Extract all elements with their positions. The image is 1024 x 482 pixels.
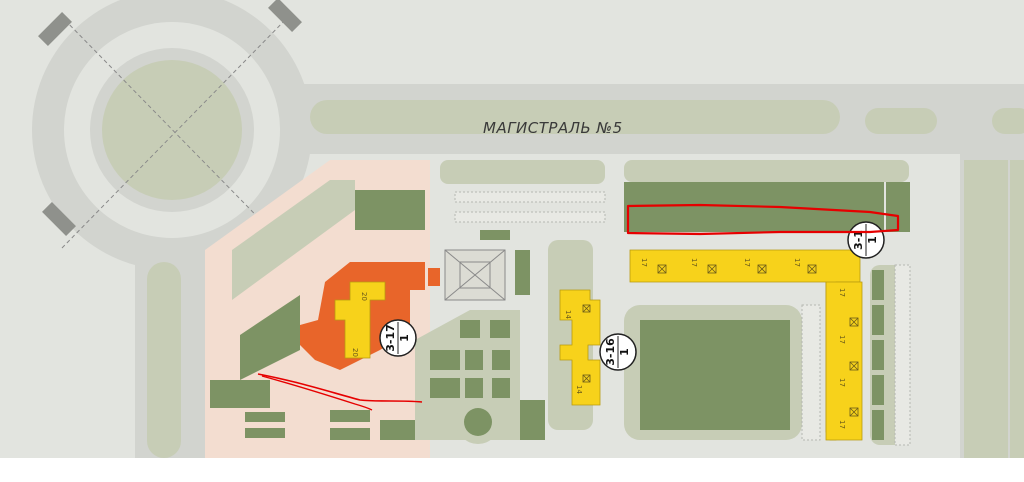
highlight-outline [626, 203, 900, 236]
building-number: 20 [351, 348, 359, 357]
marker-3-16[interactable]: 3-16 1 [599, 333, 637, 371]
building-3-17 [334, 281, 386, 359]
building-number: 17 [838, 335, 846, 344]
highlight-path-upper [257, 373, 423, 403]
marker-3-1[interactable]: 3-1 1 [847, 221, 885, 259]
road-network [135, 84, 1024, 458]
marker-label-bottom: 3-17 [384, 324, 397, 352]
building-number: 14 [575, 385, 583, 394]
map-bottom-margin [0, 458, 1024, 482]
marker-label-top: 1 [618, 348, 631, 356]
building-number: 17 [690, 258, 698, 267]
marker-label-top: 1 [398, 334, 411, 342]
marker-label-top: 1 [866, 236, 879, 244]
building-number: 20 [360, 292, 368, 301]
highlight-path-lower [261, 375, 373, 411]
central-plaza: 14 14 [415, 160, 607, 458]
marker-label-bottom: 3-1 [852, 230, 865, 250]
building-number: 17 [838, 378, 846, 387]
marker-3-17[interactable]: 3-17 1 [379, 319, 417, 357]
roundabout [32, 0, 312, 270]
building-number: 17 [838, 288, 846, 297]
block-west: 20 20 [205, 160, 444, 458]
building-number: 17 [793, 258, 801, 267]
block-east: 17 17 17 17 17 17 17 17 [620, 160, 920, 458]
building-number: 17 [743, 258, 751, 267]
road-label-magistral-5: МАГИСТРАЛЬ №5 [483, 119, 623, 137]
entrance-cross-icon [657, 264, 859, 417]
building-number: 17 [640, 258, 648, 267]
marker-label-bottom: 3-16 [604, 338, 617, 366]
building-number: 14 [564, 310, 572, 319]
building-number: 17 [838, 420, 846, 429]
